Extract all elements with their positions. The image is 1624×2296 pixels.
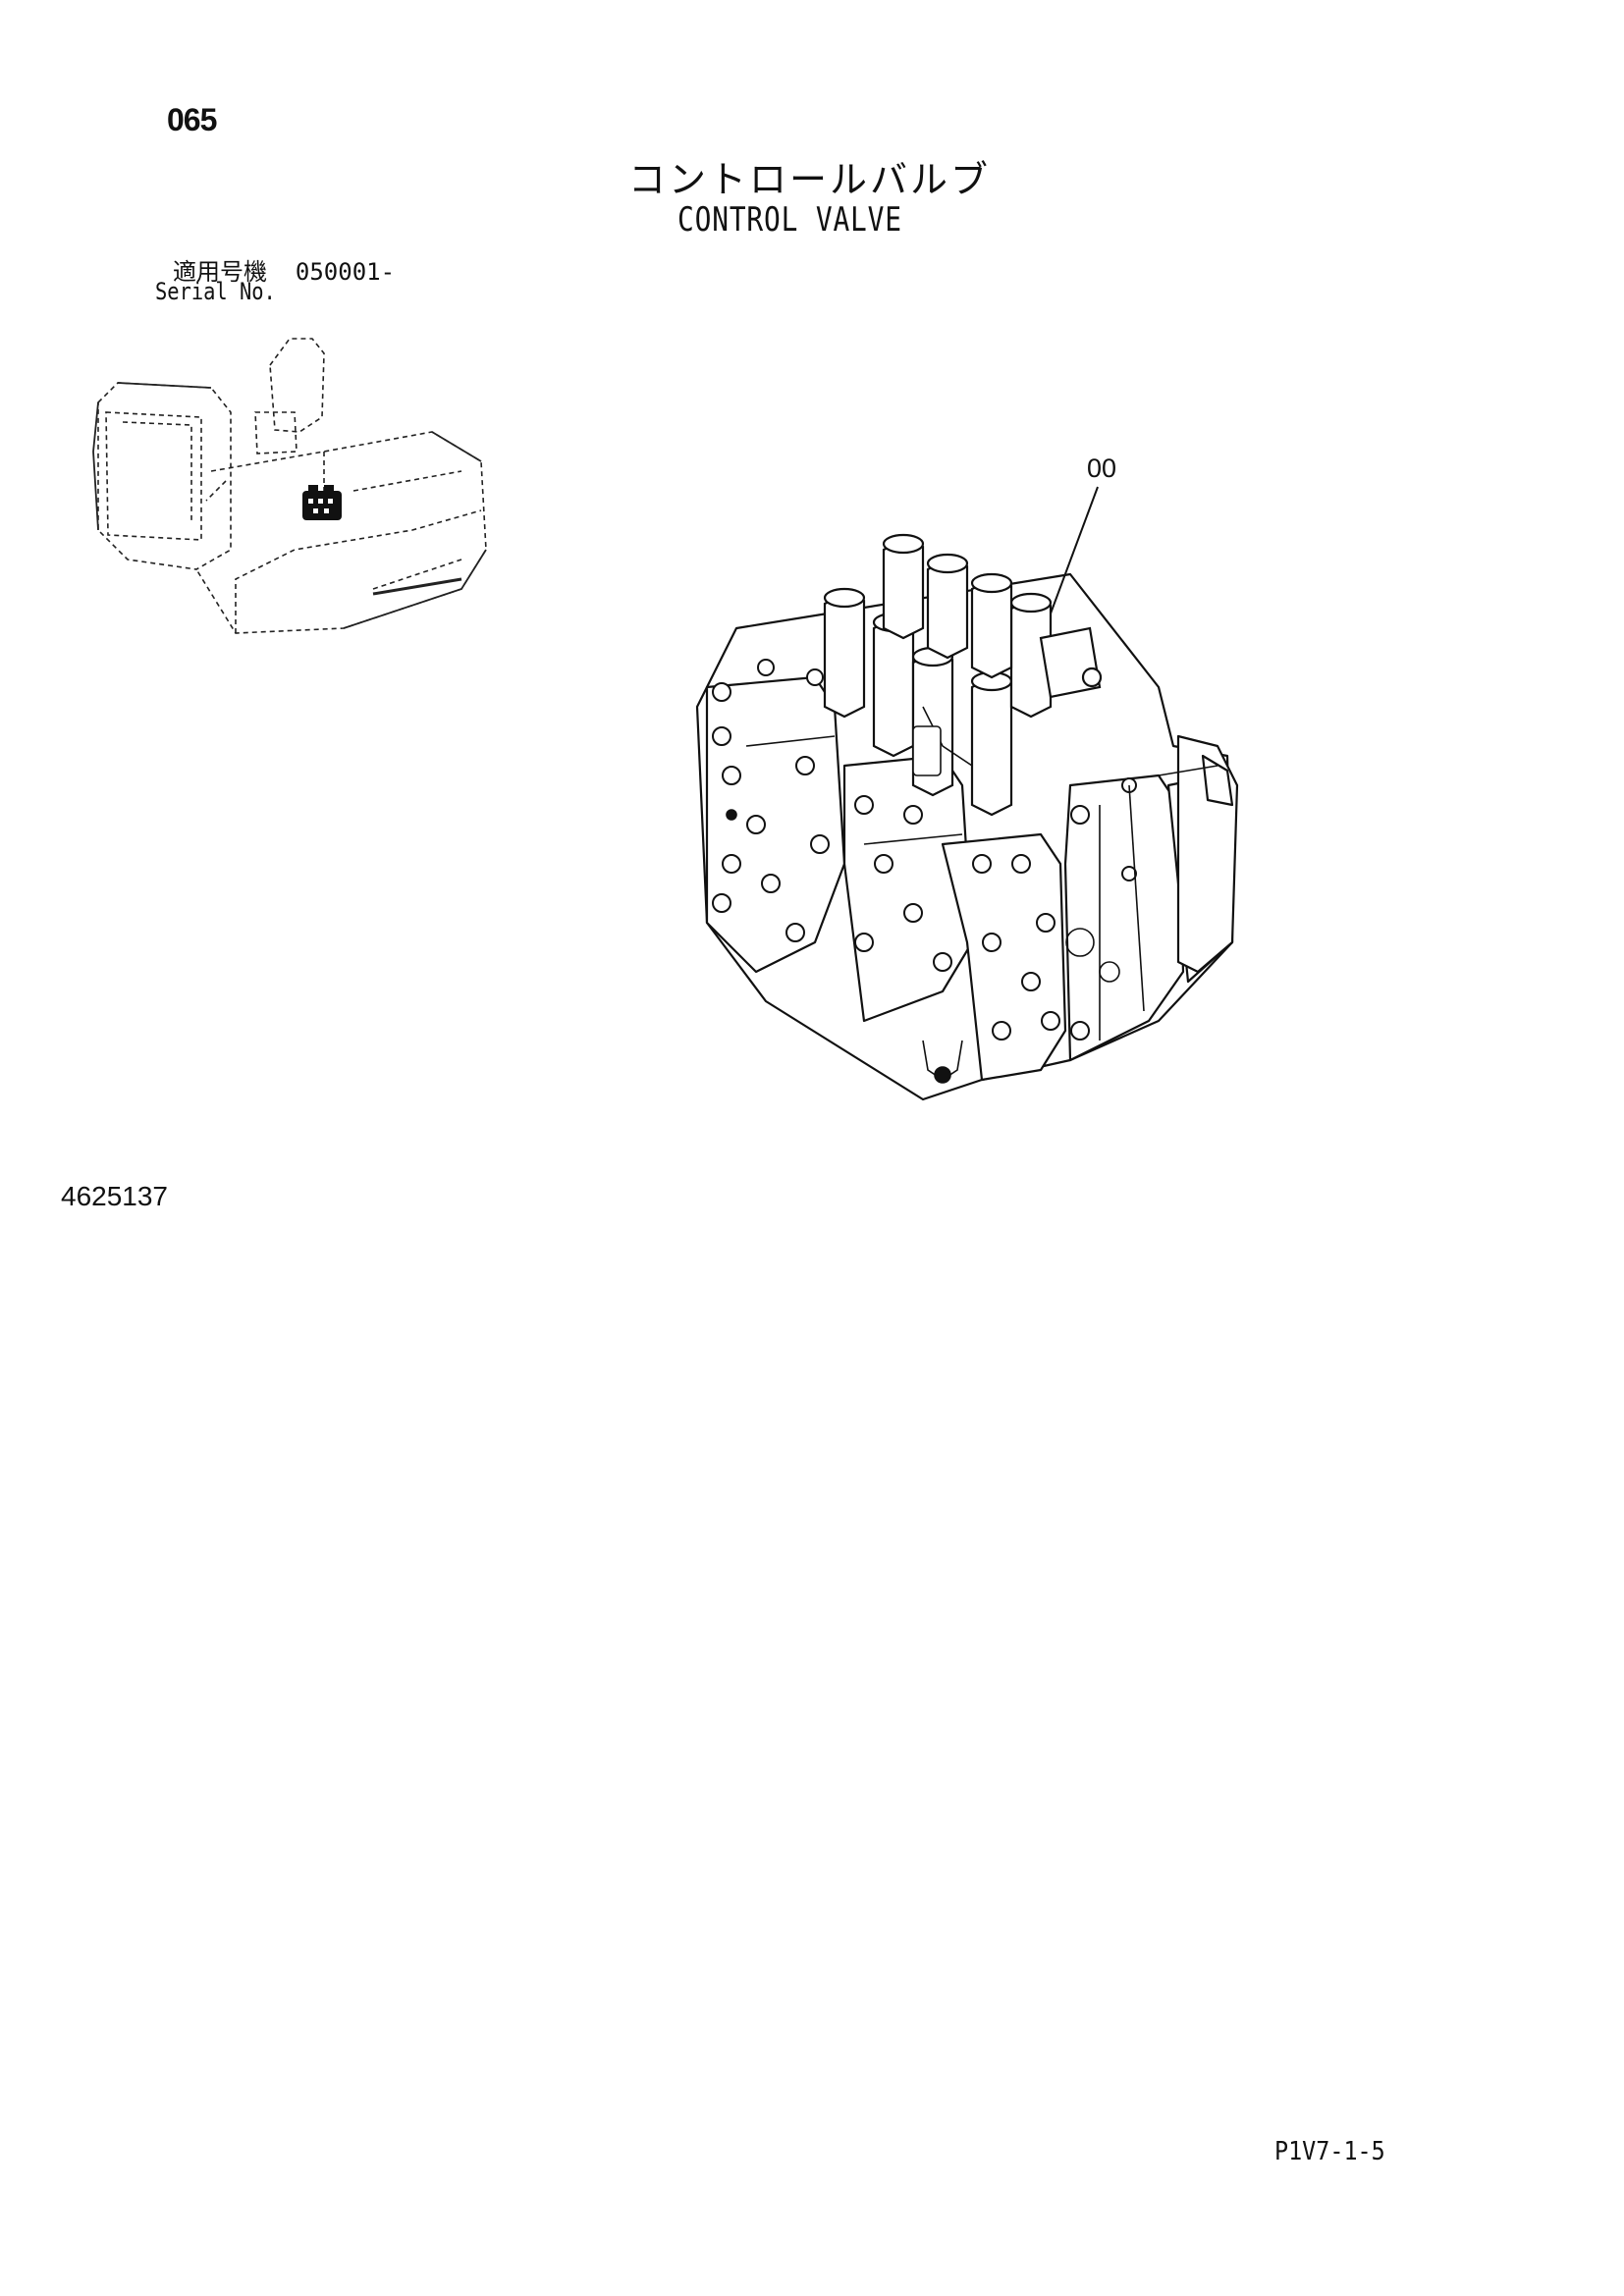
serial-value: 050001- [295,258,396,286]
serial-label-english: Serial No. [155,278,276,305]
title-english: CONTROL VALVE [677,200,902,240]
title-japanese: コントロールバルブ [628,158,992,201]
part-number: 4625137 [61,1181,169,1211]
page-code: P1V7-1-5 [1274,2137,1385,2166]
callout-label: 00 [1087,454,1117,483]
page-number: 065 [167,102,217,137]
serial-row-japanese: 適用号機 050001- [173,252,395,287]
serial-label-japanese: 適用号機 [173,258,267,286]
